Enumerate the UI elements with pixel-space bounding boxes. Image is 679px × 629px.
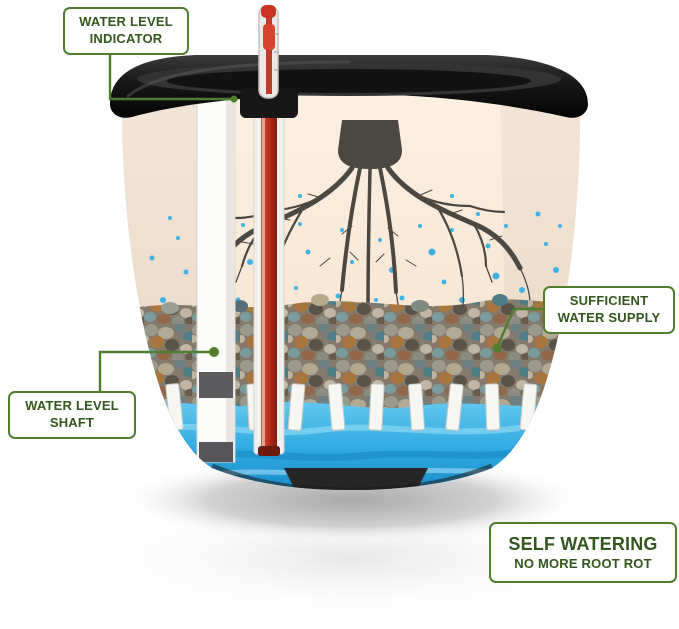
callout-text-line: SHAFT	[49, 414, 95, 430]
callout-text-line: WATER LEVEL	[25, 398, 119, 413]
indicator-tube-lower	[253, 99, 285, 456]
callout-text-line: WATER SUPPLY	[557, 309, 661, 325]
water-level-shaft-graphic	[196, 99, 236, 463]
water-level-indicator-graphic	[240, 5, 298, 118]
callout-water-level-shaft: WATER LEVEL SHAFT	[8, 391, 136, 439]
callout-text-line: INDICATOR	[89, 30, 163, 46]
callout-connectors	[98, 40, 556, 400]
callout-self-watering: SELF WATERING NO MORE ROOT ROT	[489, 522, 677, 584]
callout-water-level-indicator: WATER LEVEL INDICATOR	[63, 7, 189, 55]
callout-text-line: SELF WATERING	[508, 534, 658, 554]
callout-text-line: SUFFICIENT	[569, 293, 649, 308]
callout-sufficient-water-supply: SUFFICIENT WATER SUPPLY	[543, 286, 675, 334]
planter-interior	[121, 88, 581, 490]
callout-text-line: WATER LEVEL	[79, 14, 173, 29]
planter-rim	[110, 55, 588, 118]
callout-text-line: NO MORE ROOT ROT	[514, 555, 652, 571]
